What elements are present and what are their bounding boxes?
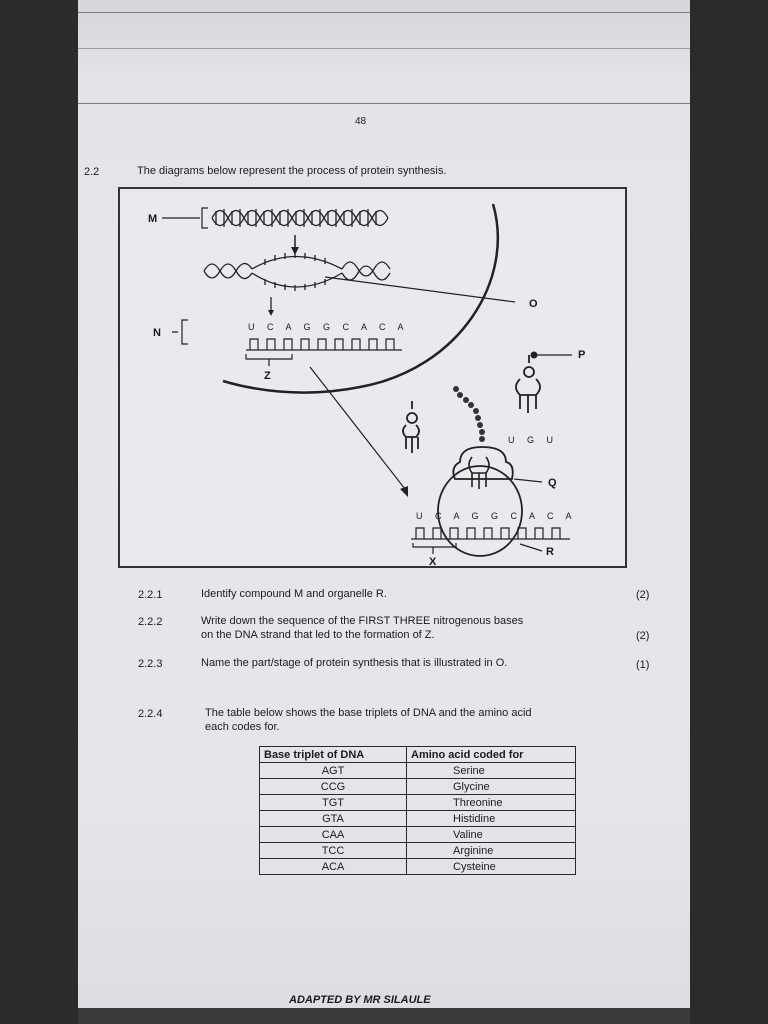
table-row: TGT Threonine (260, 795, 576, 811)
subquestion-number: 2.2.1 (138, 589, 162, 601)
page-top-line (78, 103, 690, 104)
table-cell: CCG (260, 779, 407, 795)
subquestion-text-line2: each codes for. (205, 720, 280, 734)
subquestion-number: 2.2.2 (138, 616, 162, 628)
dna-double-helix (212, 209, 388, 227)
subquestion-text: Identify compound M and organelle R. (201, 587, 387, 601)
trna-free-left (403, 401, 419, 453)
label-z: Z (264, 370, 271, 382)
unzipping-dna (204, 252, 390, 291)
trna-anticodon: U G U (508, 435, 558, 445)
background-surface-bottom (78, 1008, 690, 1024)
ribosome-mrna-strand (411, 528, 570, 539)
subquestion-text: Write down the sequence of the FIRST THR… (201, 614, 523, 628)
trna-with-amino-acid (516, 355, 540, 413)
table-cell: CAA (260, 827, 407, 843)
table-row: CCG Glycine (260, 779, 576, 795)
trna-in-ribosome (469, 457, 489, 489)
background-surface (690, 0, 768, 1024)
subquestion-text: The table below shows the base triplets … (205, 706, 532, 720)
subquestion-number: 2.2.4 (138, 708, 162, 720)
torn-edge-line (78, 48, 690, 49)
table-cell: TGT (260, 795, 407, 811)
table-cell: Histidine (407, 811, 576, 827)
table-cell: ACA (260, 859, 407, 875)
table-header-row: Base triplet of DNA Amino acid coded for (260, 747, 576, 763)
table-cell: Serine (407, 763, 576, 779)
label-p: P (578, 349, 585, 361)
page-edge-line (78, 12, 690, 13)
label-m: M (148, 213, 157, 225)
label-n: N (153, 327, 161, 339)
polypeptide-chain (453, 386, 485, 442)
exam-page: 48 2.2 The diagrams below represent the … (78, 0, 690, 1024)
marks: (2) (636, 630, 649, 642)
table-cell: Glycine (407, 779, 576, 795)
table-row: AGT Serine (260, 763, 576, 779)
table-cell: Arginine (407, 843, 576, 859)
question-number: 2.2 (84, 166, 99, 178)
page-number: 48 (355, 116, 366, 127)
nuclear-membrane (223, 204, 498, 393)
marks: (2) (636, 589, 649, 601)
marks: (1) (636, 659, 649, 671)
table-row: ACA Cysteine (260, 859, 576, 875)
table-header: Base triplet of DNA (260, 747, 407, 763)
table-cell: Valine (407, 827, 576, 843)
label-q: Q (548, 477, 557, 489)
label-x: X (429, 556, 437, 566)
ribosome-mrna-bases: U C A G G C A C A (416, 511, 577, 521)
table-cell: Threonine (407, 795, 576, 811)
question-text: The diagrams below represent the process… (137, 164, 446, 178)
subquestion-text: Name the part/stage of protein synthesis… (201, 656, 507, 670)
protein-synthesis-diagram: M O (118, 187, 627, 568)
dna-triplet-table: Base triplet of DNA Amino acid coded for… (259, 746, 576, 875)
table-cell: TCC (260, 843, 407, 859)
table-row: TCC Arginine (260, 843, 576, 859)
mrna-strand (246, 339, 402, 350)
subquestion-number: 2.2.3 (138, 658, 162, 670)
table-cell: AGT (260, 763, 407, 779)
label-r: R (546, 546, 554, 558)
label-o: O (529, 298, 538, 310)
table-cell: GTA (260, 811, 407, 827)
table-row: CAA Valine (260, 827, 576, 843)
subquestion-text-line2: on the DNA strand that led to the format… (201, 628, 435, 642)
footer-credit: ADAPTED BY MR SILAULE (289, 994, 431, 1006)
table-row: GTA Histidine (260, 811, 576, 827)
mrna-bases: U C A G G C A C A (248, 322, 409, 332)
table-cell: Cysteine (407, 859, 576, 875)
ribosome (438, 447, 522, 556)
table-header: Amino acid coded for (407, 747, 576, 763)
